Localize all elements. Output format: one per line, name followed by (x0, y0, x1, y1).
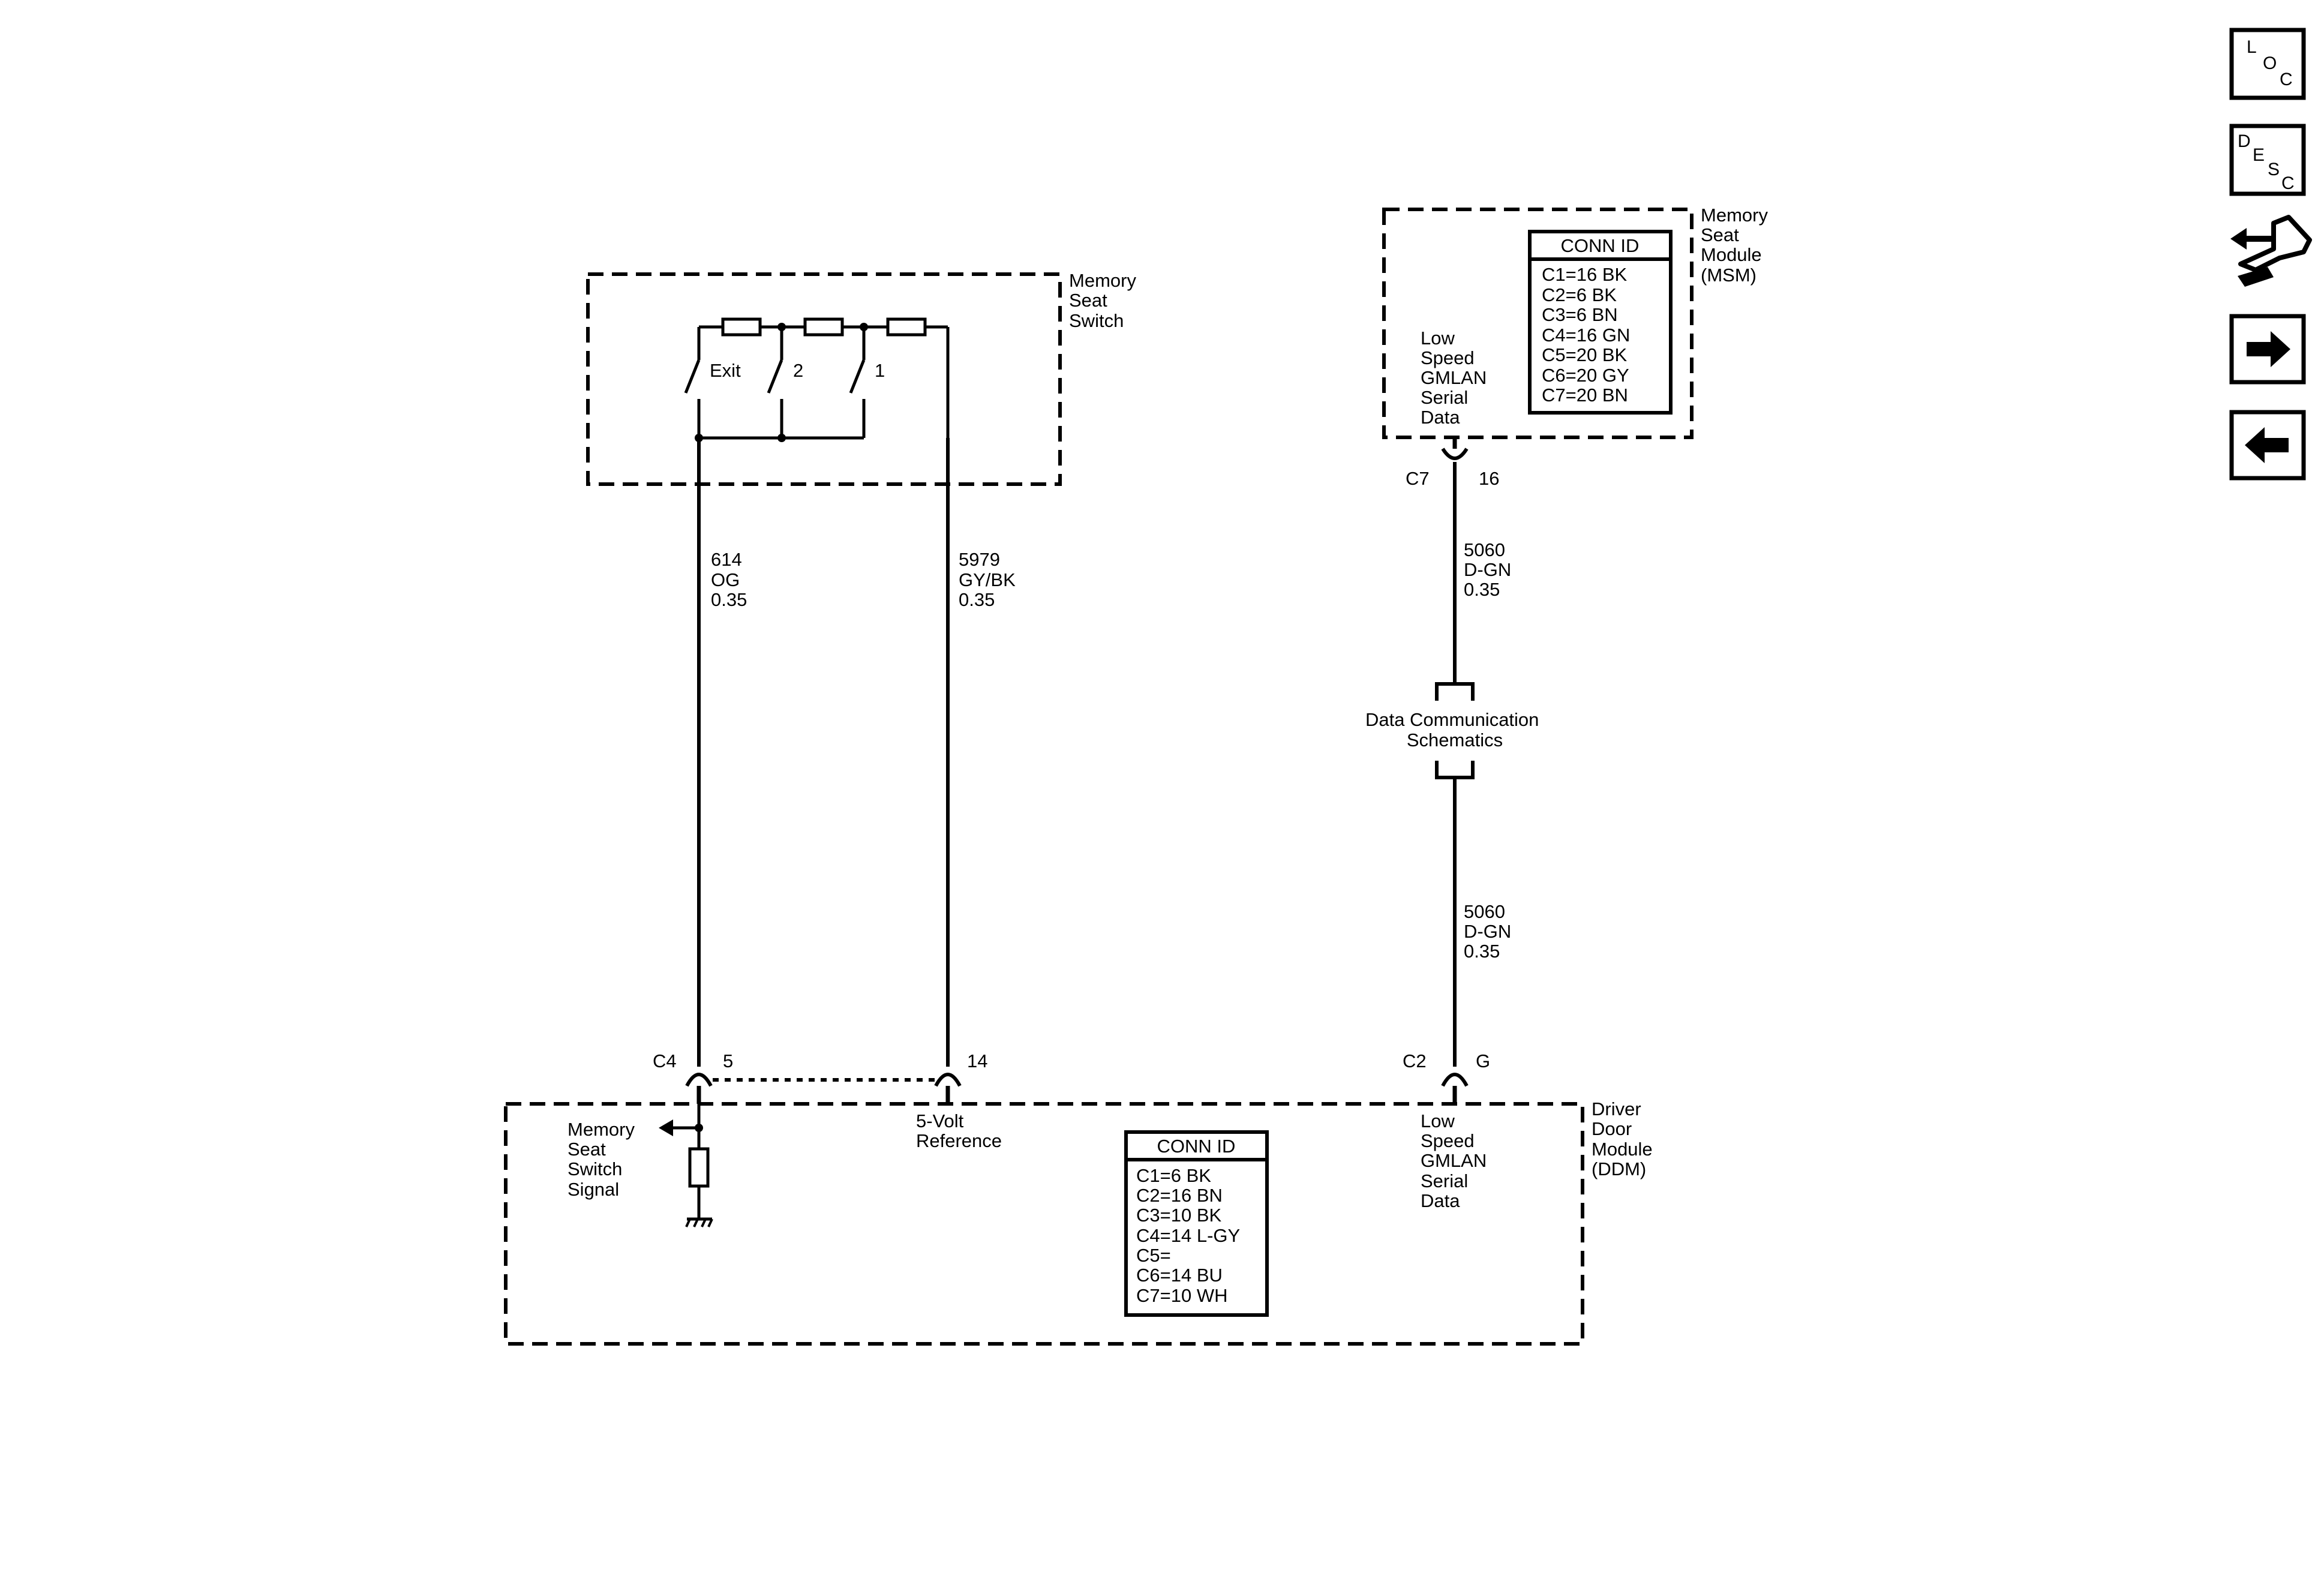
svg-text:L: L (2247, 37, 2257, 57)
pullup-resistor (688, 1147, 710, 1188)
driver-door-module: Driver Door Module (DDM) C4 5 14 C2 G (504, 1050, 1658, 1346)
svg-text:C2: C2 (1403, 1050, 1427, 1071)
msm-conn-id-table: CONN ID C1=16 BK C2=6 BK C3=6 BN C4=16 G… (1528, 230, 1673, 415)
signal-arrow-icon (659, 1119, 673, 1136)
svg-text:O: O (2263, 53, 2277, 73)
svg-text:S: S (2268, 160, 2280, 179)
ddm-connector-c2: C2 G (1403, 1050, 1490, 1104)
data-communication-schematics-ref: Data Communication Schematics (1365, 682, 1544, 779)
arrow-left-icon (2245, 427, 2289, 463)
switch-1-contact (849, 359, 866, 394)
resistor-2 (803, 317, 844, 337)
svg-text:G: G (1476, 1050, 1490, 1071)
svg-text:5979 GY/BK 0.35: 5979 GY/BK 0.35 (959, 549, 1020, 610)
ddm-connector-pin14: 14 (934, 1050, 987, 1104)
ddm-conn-id-table: CONN ID C1=6 BK C2=16 BN C3=10 BK C4=14 … (1124, 1130, 1269, 1317)
switch-2-contact (767, 359, 783, 394)
nav-loc-button[interactable]: L O C (2229, 28, 2306, 100)
wire-5060-top: 5060 D-GN 0.35 (1453, 462, 1517, 684)
svg-text:C4: C4 (653, 1050, 677, 1071)
svg-text:C1=16 BK C2=6 BK: C1=16 BK C2=6 BK C3=6 BN C4=16 GN C5=20 … (1542, 264, 1635, 406)
ddm-switch-signal-circuit (659, 1104, 713, 1227)
wire-5060-bottom: 5060 D-GN 0.35 (1453, 778, 1517, 1067)
svg-text:5: 5 (723, 1050, 733, 1071)
nav-forward-button[interactable] (2229, 314, 2306, 385)
svg-text:C7: C7 (1406, 468, 1430, 489)
arrow-right-icon (2247, 331, 2290, 367)
msm-title: Memory Seat Module (MSM) (1701, 205, 1773, 286)
ddm-title: Driver Door Module (DDM) (1592, 1098, 1658, 1179)
nav-back-button[interactable] (2229, 410, 2306, 481)
msm-connector-c7: C7 16 (1406, 437, 1499, 489)
msm-signal-label: Low Speed GMLAN Serial Data (1421, 328, 1492, 428)
memory-seat-module: Memory Seat Module (MSM) Low Speed GMLAN… (1382, 205, 1773, 489)
nav-wiring-harness-icon[interactable] (2230, 215, 2312, 287)
svg-text:16: 16 (1479, 468, 1499, 489)
svg-text:5060 D-GN 0.35: 5060 D-GN 0.35 (1464, 539, 1517, 600)
msm-conn-header: CONN ID (1561, 235, 1640, 256)
switch-label-1: 1 (875, 360, 885, 381)
switch-exit-contact (684, 359, 701, 394)
resistor-1 (886, 317, 927, 337)
svg-text:Data Communication Schem: Data Communication Schematics (1365, 709, 1544, 751)
svg-text:E: E (2253, 145, 2265, 165)
resistor-exit (721, 317, 762, 337)
svg-text:C: C (2280, 70, 2293, 89)
ddm-gmlan-label: Low Speed GMLAN Serial Data (1421, 1110, 1492, 1211)
svg-text:C: C (2281, 173, 2295, 193)
ddm-connector-c4: C4 5 (653, 1050, 733, 1104)
switch-label-exit: Exit (710, 360, 741, 381)
svg-text:614 OG 0.35: 614 OG 0.35 (711, 549, 747, 610)
svg-text:C1=6 BK C2=16 BN: C1=6 BK C2=16 BN C3=10 BK C4=14 L-GY C5=… (1136, 1165, 1245, 1306)
ddm-5v-reference-label: 5-Volt Reference (916, 1110, 1002, 1151)
memory-seat-switch: Memory Seat Switch Exit 2 1 (586, 270, 1142, 486)
ddm-conn-header: CONN ID (1157, 1136, 1236, 1157)
ddm-switch-signal-label: Memory Seat Switch Signal (568, 1119, 640, 1200)
switch-label-2: 2 (793, 360, 803, 381)
memory-seat-switch-title: Memory Seat Switch (1069, 270, 1142, 331)
svg-text:14: 14 (967, 1050, 987, 1071)
svg-text:D: D (2238, 131, 2251, 151)
nav-desc-button[interactable]: D E S C (2229, 124, 2306, 196)
wire-5979: 5979 GY/BK 0.35 (946, 438, 1020, 1067)
svg-text:5060 D-GN 0.35: 5060 D-GN 0.35 (1464, 901, 1517, 962)
wire-614: 614 OG 0.35 (697, 438, 747, 1067)
